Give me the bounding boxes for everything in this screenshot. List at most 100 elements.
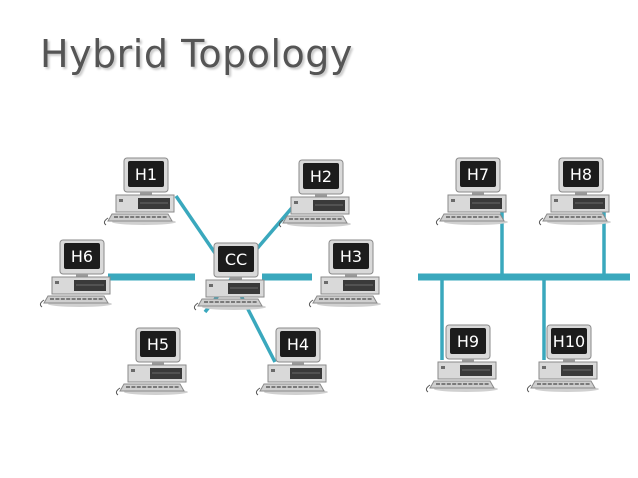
keyboard-key — [114, 216, 118, 218]
keyboard-key — [135, 216, 140, 218]
host-label: H7 — [467, 165, 489, 184]
power-led — [441, 366, 445, 369]
keyboard-key — [467, 216, 472, 218]
monitor-stand — [472, 192, 484, 196]
keyboard-key — [93, 298, 98, 300]
keyboard — [43, 295, 109, 304]
keyboard-key — [337, 218, 342, 220]
keyboard-key — [87, 298, 92, 300]
keyboard-key — [592, 216, 597, 218]
mouse-cable — [193, 302, 199, 311]
slide-title: Hybrid Topology — [40, 32, 353, 76]
keyboard-key — [564, 383, 568, 385]
keyboard-key — [153, 386, 157, 388]
keyboard-key — [462, 216, 467, 218]
power-led — [55, 281, 59, 284]
keyboard-key — [174, 386, 179, 388]
keyboard-key — [554, 216, 559, 218]
keyboard-key — [346, 298, 350, 300]
keyboard-key — [457, 383, 462, 385]
mouse-cable — [103, 217, 109, 226]
keyboard-key — [565, 216, 570, 218]
keyboard-key — [452, 383, 457, 385]
keyboard-key — [456, 216, 461, 218]
keyboard-key — [326, 218, 331, 220]
keyboard-key — [236, 301, 241, 303]
keyboard-key — [220, 301, 225, 303]
keyboard-key — [310, 218, 315, 220]
host-label: H1 — [135, 165, 157, 184]
keyboard-key — [303, 386, 308, 388]
keyboard-key — [319, 298, 323, 300]
keyboard-key — [214, 301, 219, 303]
power-led — [451, 199, 455, 202]
keyboard-key — [441, 383, 446, 385]
keyboard-key — [559, 216, 564, 218]
keyboard-key — [489, 216, 494, 218]
power-led — [294, 201, 298, 204]
keyboard — [282, 215, 348, 224]
monitor-screen — [303, 163, 339, 189]
keyboard-key — [130, 216, 135, 218]
keyboard — [429, 380, 495, 389]
keyboard-key — [204, 301, 208, 303]
power-led — [131, 369, 135, 372]
keyboard-key — [574, 383, 579, 385]
monitor-stand — [76, 274, 88, 278]
keyboard-key — [131, 386, 136, 388]
keyboard — [107, 213, 173, 222]
keyboard-key — [580, 383, 585, 385]
keyboard-key — [287, 386, 292, 388]
keyboard-key — [119, 216, 124, 218]
keyboard-key — [50, 298, 54, 300]
keyboard-key — [314, 386, 319, 388]
host-label: H10 — [553, 332, 585, 351]
keyboard-key — [483, 216, 488, 218]
keyboard-key — [436, 383, 440, 385]
power-led — [324, 281, 328, 284]
keyboard-key — [446, 216, 450, 218]
mouse-cable — [278, 219, 284, 228]
host-h10: H10 — [526, 324, 599, 393]
keyboard-key — [479, 383, 484, 385]
keyboard-key — [298, 386, 303, 388]
keyboard-key — [305, 218, 310, 220]
keyboard-key — [209, 301, 214, 303]
keyboard-key — [77, 298, 81, 300]
keyboard-key — [494, 216, 499, 218]
monitor-screen — [551, 328, 587, 354]
power-led — [542, 366, 546, 369]
host-h5: H5 — [115, 327, 188, 396]
keyboard-key — [597, 216, 602, 218]
keyboard-key — [146, 216, 151, 218]
keyboard-key — [332, 218, 337, 220]
host-h4: H4 — [255, 327, 328, 396]
host-label: H4 — [287, 335, 309, 354]
keyboard-key — [316, 218, 320, 220]
keyboard-key — [473, 216, 477, 218]
keyboard-key — [141, 216, 145, 218]
keyboard-key — [585, 383, 590, 385]
host-h7: H7 — [435, 157, 508, 226]
keyboard-key — [468, 383, 473, 385]
keyboard-key — [351, 298, 356, 300]
keyboard-key — [553, 383, 558, 385]
keyboard-key — [478, 216, 483, 218]
keyboard-key — [446, 383, 451, 385]
keyboard-key — [309, 386, 314, 388]
keyboard-key — [289, 218, 293, 220]
keyboard-key — [276, 386, 281, 388]
host-h2: H2 — [278, 159, 351, 228]
keyboard-key — [463, 383, 467, 385]
host-label: H2 — [310, 167, 332, 186]
keyboard-key — [581, 216, 586, 218]
keyboard-key — [55, 298, 60, 300]
keyboard — [259, 383, 325, 392]
keyboard-key — [71, 298, 76, 300]
keyboard-key — [569, 383, 574, 385]
keyboard-key — [126, 386, 130, 388]
keyboard-key — [537, 383, 541, 385]
mouse-cable — [308, 299, 314, 308]
monitor-stand — [315, 194, 327, 198]
